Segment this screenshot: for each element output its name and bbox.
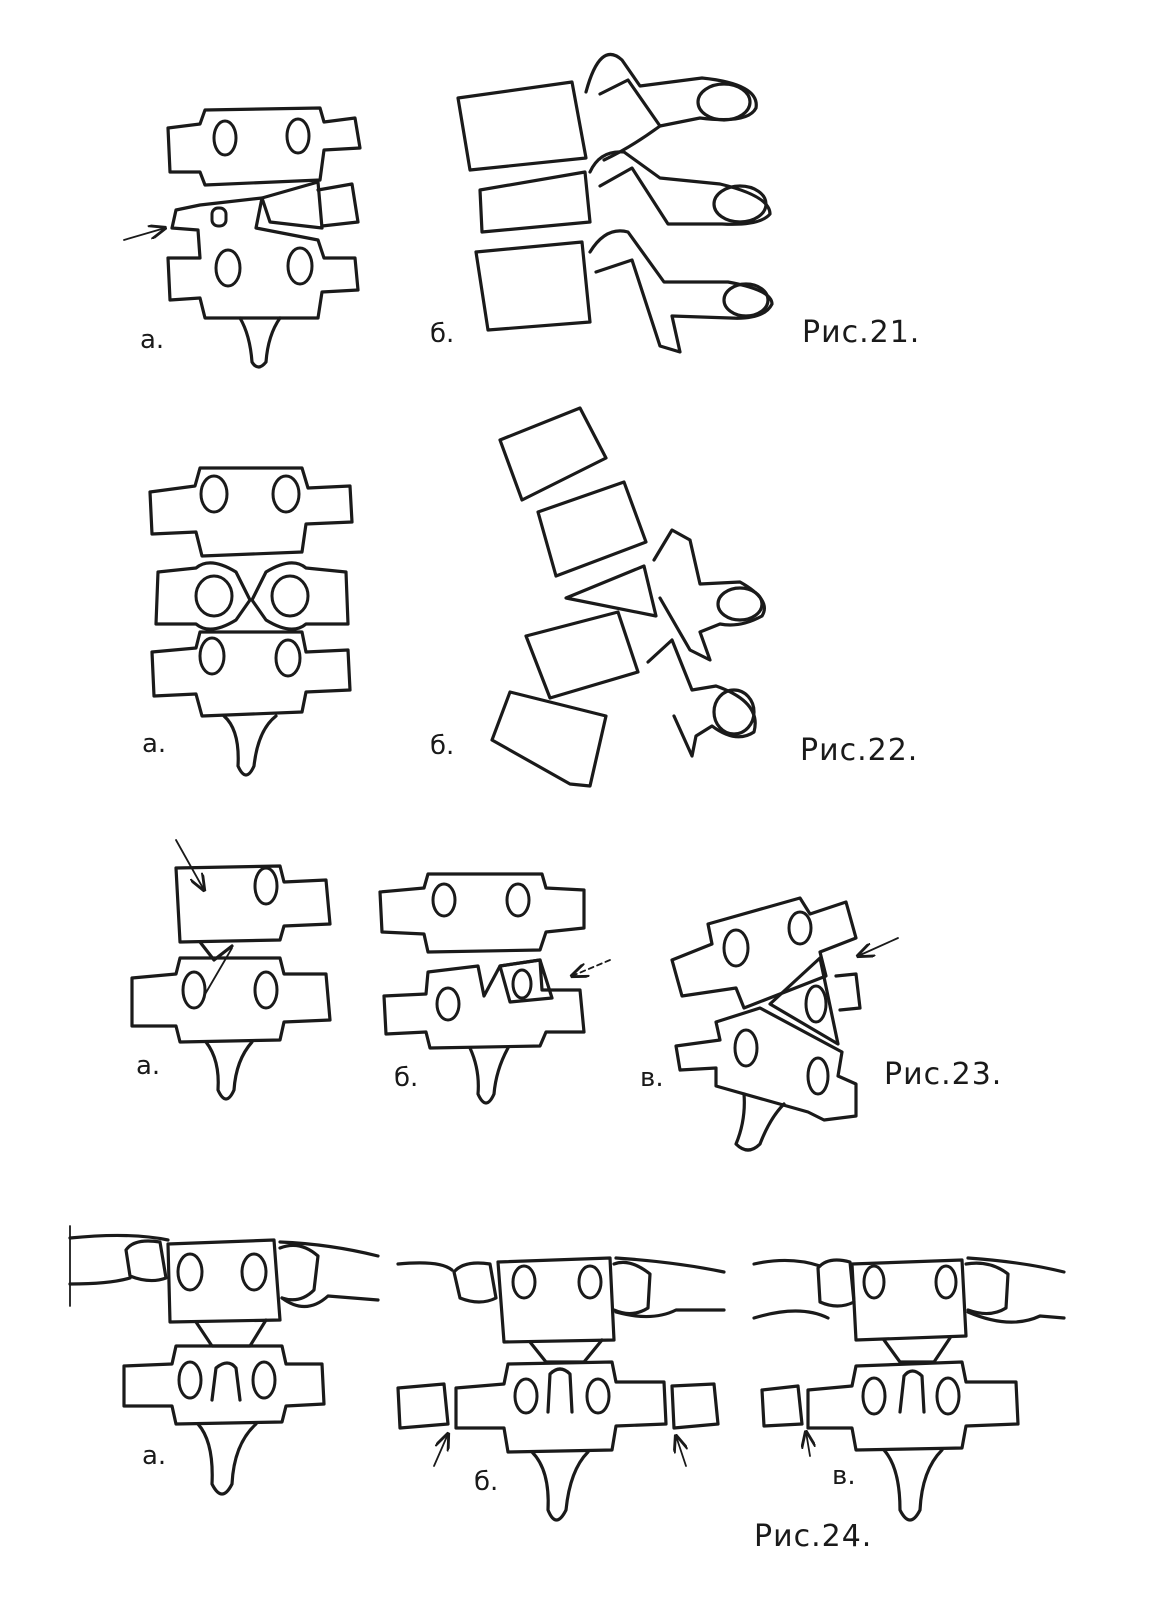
fig21-panel-b-drawing	[456, 53, 774, 354]
fig23-panel-c-drawing	[670, 896, 899, 1152]
fig24-panel-b-label: б.	[474, 1467, 498, 1497]
fig22-caption: Рис.22.	[800, 733, 918, 768]
fig23-caption: Рис.23.	[884, 1057, 1002, 1092]
figure-24: а. б.	[68, 1225, 1066, 1554]
fig24-panel-c-label: в.	[832, 1461, 856, 1491]
fig24-panel-c-drawing	[752, 1256, 1066, 1522]
fig23-panel-a-drawing	[130, 839, 332, 1101]
figure-21: а. б. Рис.21.	[123, 53, 920, 369]
fig23-panel-a-label: а.	[136, 1051, 160, 1081]
figure-22: а. б. Рис.22.	[142, 406, 918, 788]
figure-23: а. б. в. Рис.23.	[130, 839, 1002, 1152]
fig21-panel-a-drawing	[123, 106, 362, 369]
fig22-panel-a-label: а.	[142, 729, 166, 759]
fig23-panel-b-drawing	[378, 872, 611, 1105]
fig21-caption: Рис.21.	[802, 315, 920, 350]
fig24-panel-b-drawing	[396, 1256, 726, 1522]
fig23-panel-c-label: в.	[640, 1063, 664, 1093]
fig22-panel-b-drawing	[490, 406, 766, 788]
fig23-panel-b-label: б.	[394, 1063, 418, 1093]
fig24-panel-a-drawing	[68, 1225, 380, 1496]
fig22-panel-a-drawing	[148, 466, 354, 777]
fig24-caption: Рис.24.	[754, 1519, 872, 1554]
fig22-panel-b-label: б.	[430, 731, 454, 761]
fig21-panel-a-label: а.	[140, 325, 164, 355]
fig21-panel-b-label: б.	[430, 319, 454, 349]
fig24-panel-a-label: а.	[142, 1441, 166, 1471]
